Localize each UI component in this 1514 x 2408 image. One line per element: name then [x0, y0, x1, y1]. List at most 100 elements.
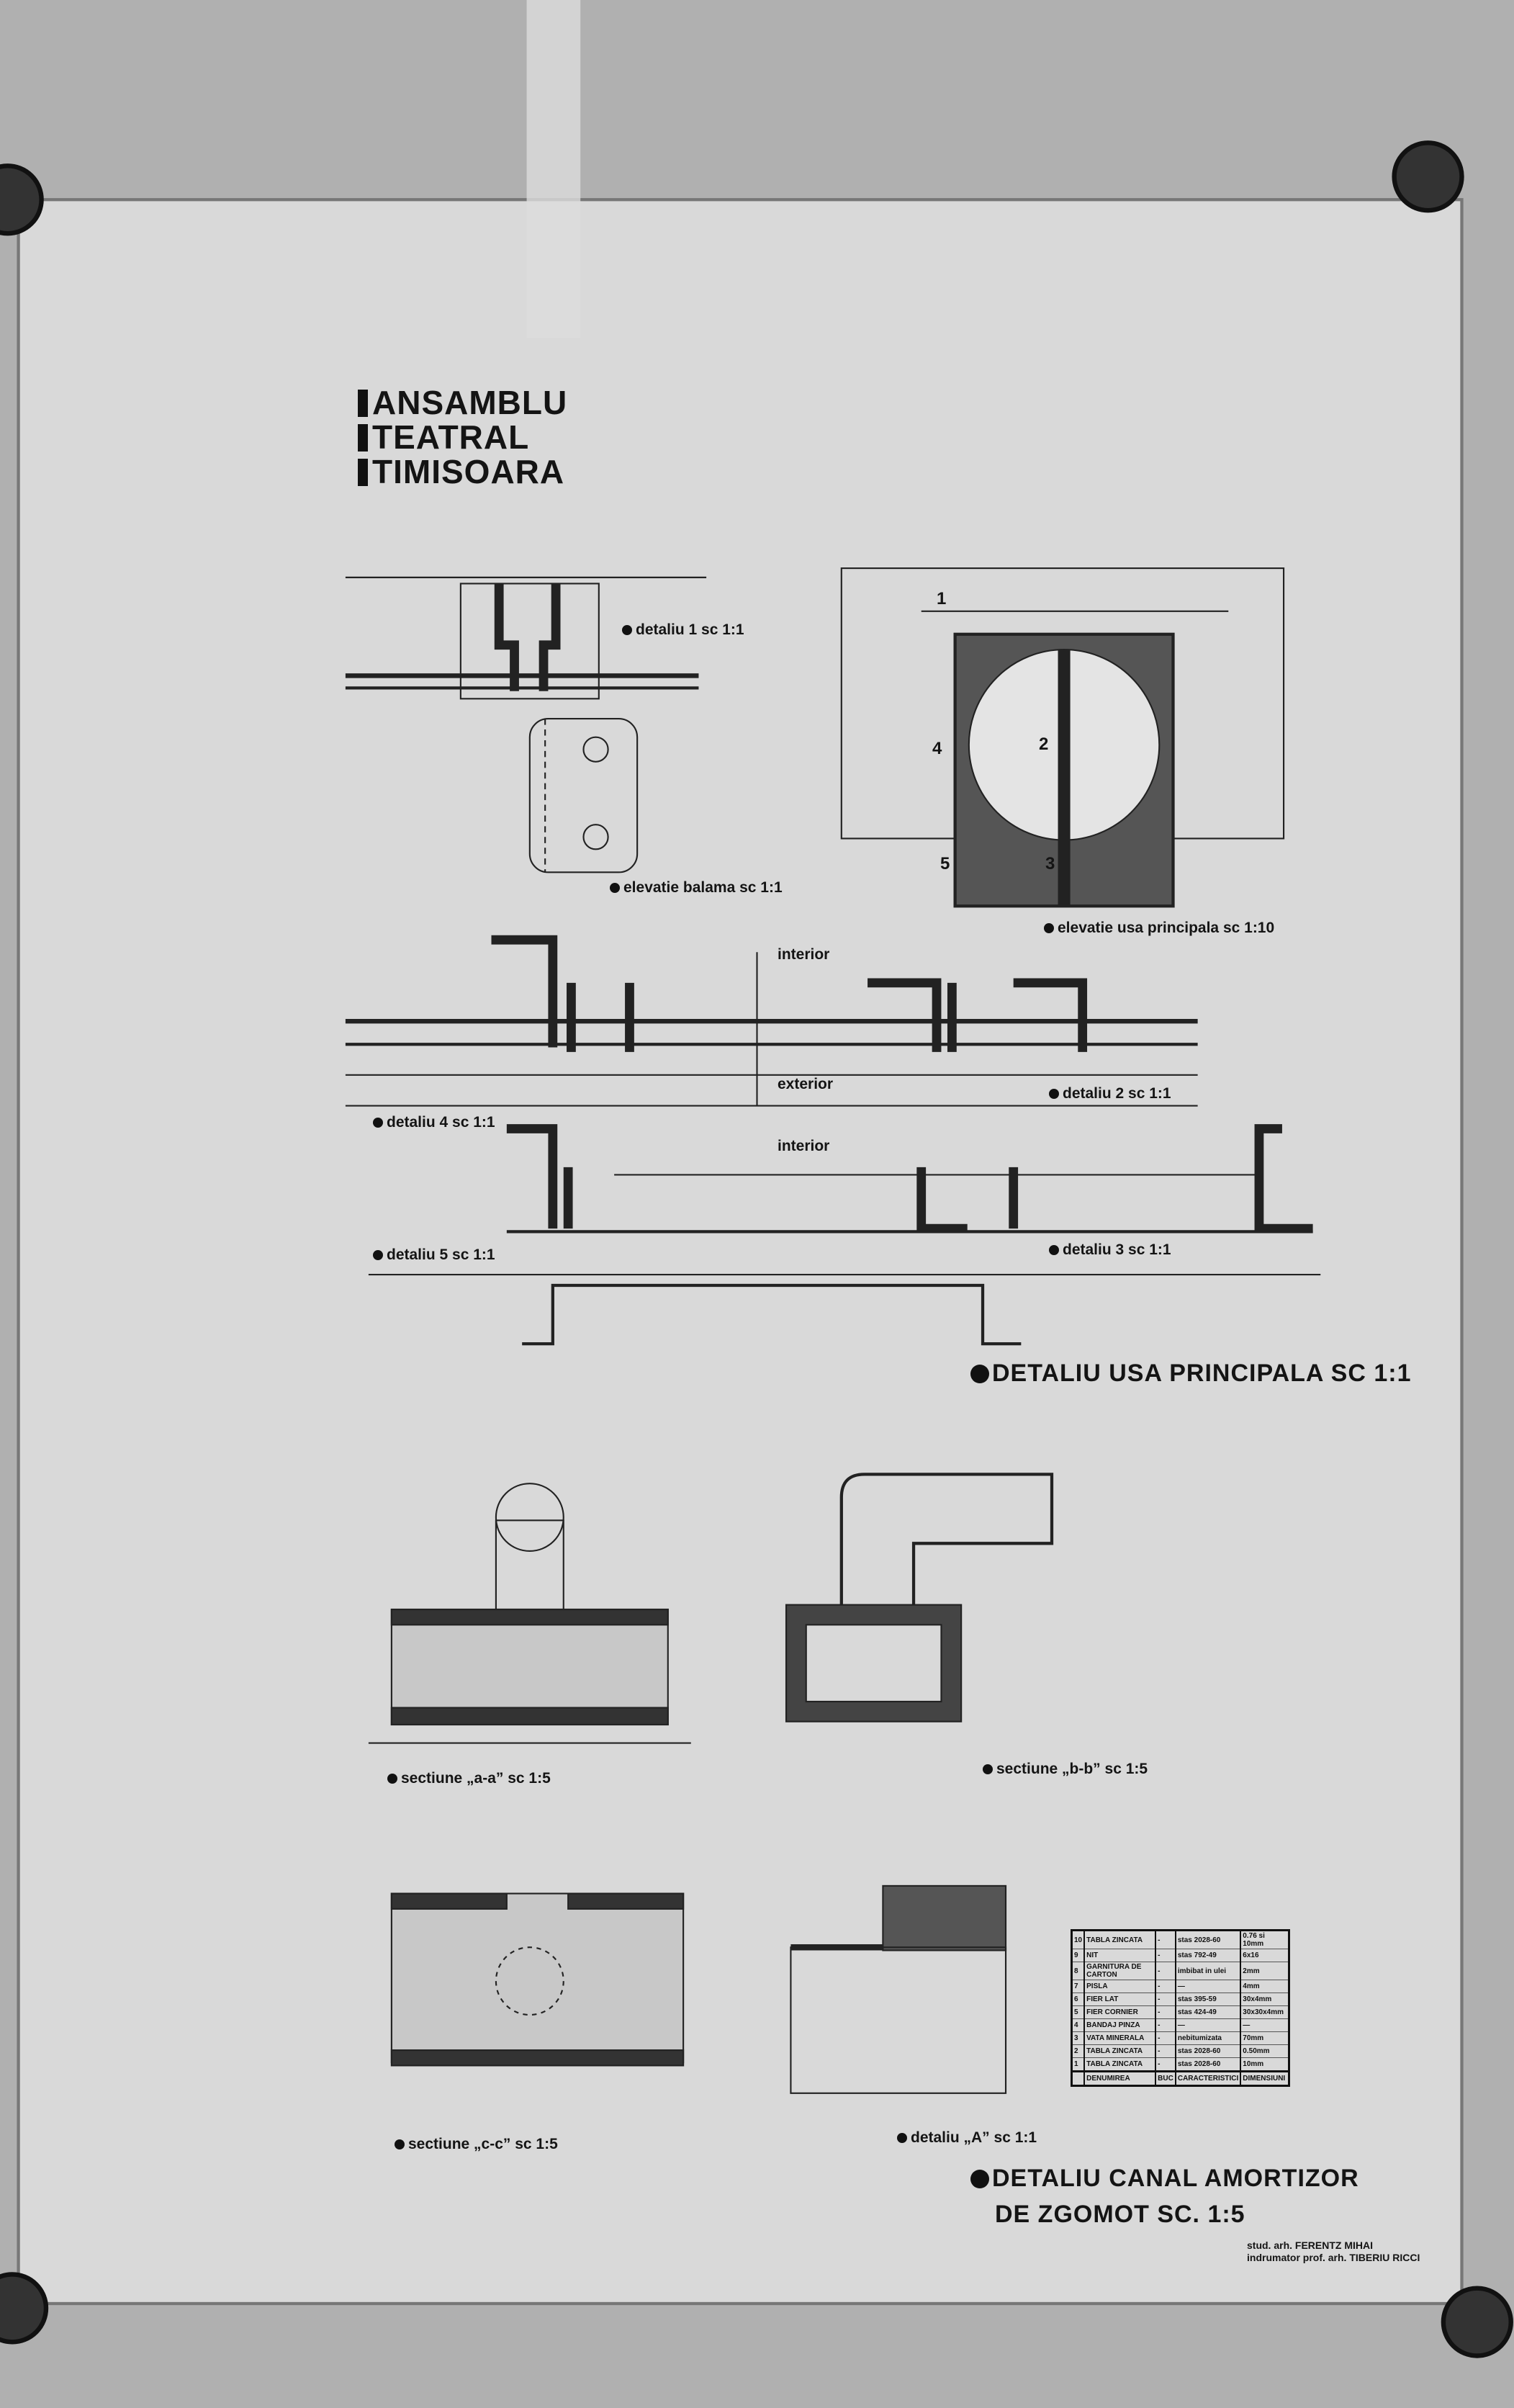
table-cell-char: stas 2028-60: [1174, 1930, 1241, 1949]
door-mark-1: 1: [937, 589, 947, 608]
table-cell-char: stas 2028-60: [1174, 2044, 1241, 2058]
table-cell-buc: -: [1155, 1980, 1176, 1993]
table-cell-dim: 0.50mm: [1240, 2044, 1289, 2058]
sheet-title: ANSAMBLU TEATRAL TIMISOARA: [358, 385, 567, 489]
sectiune-c-c-drawing: [390, 1892, 685, 2067]
label-detaliu-a: detaliu „A” sc 1:1: [897, 2129, 1037, 2147]
table-cell-dim: —: [1240, 2018, 1289, 2032]
detaliu-1-drawing: [345, 576, 707, 700]
table-cell-no: 1: [1071, 2057, 1085, 2072]
table-cell-name: TABLA ZINCATA: [1083, 2044, 1156, 2058]
table-cell-name: FIER LAT: [1083, 1993, 1156, 2006]
table-cell-dim: 30x30x4mm: [1240, 2005, 1289, 2019]
table-cell-name: TABLA ZINCATA: [1083, 1930, 1156, 1949]
balama-drawing: [528, 718, 639, 873]
table-cell-buc: -: [1155, 2031, 1176, 2045]
label-interior-2: interior: [778, 1138, 830, 1154]
door-mark-3: 3: [1045, 854, 1055, 873]
table-cell-no: 6: [1071, 1993, 1085, 2006]
credit-student: stud. arh. FERENTZ MIHAI: [1247, 2239, 1373, 2251]
table-cell-buc: BUC: [1155, 2070, 1176, 2086]
title-line: ANSAMBLU: [358, 385, 567, 420]
table-cell-buc: -: [1155, 1949, 1176, 1962]
table-cell-no: 7: [1071, 1980, 1085, 1993]
table-cell-no: 4: [1071, 2018, 1085, 2032]
table-cell-no: 5: [1071, 2005, 1085, 2019]
table-cell-buc: -: [1155, 1962, 1176, 1980]
table-cell-buc: -: [1155, 1993, 1176, 2006]
label-detaliu-2: detaliu 2 sc 1:1: [1049, 1085, 1171, 1102]
sectiune-a-a-drawing: [368, 1483, 691, 1744]
door-mark-2: 2: [1039, 734, 1049, 754]
table-cell-buc: -: [1155, 2018, 1176, 2032]
sectiune-b-b-drawing: [785, 1473, 1054, 1722]
table-cell-dim: 10mm: [1240, 2057, 1289, 2072]
table-cell-dim: 4mm: [1240, 1980, 1289, 1993]
table-cell-name: DENUMIREA: [1083, 2070, 1156, 2086]
table-cell-char: nebitumizata: [1174, 2031, 1241, 2045]
table-cell-no: 3: [1071, 2031, 1085, 2045]
table-cell-no: 8: [1071, 1962, 1085, 1980]
table-cell-no: 10: [1071, 1930, 1085, 1949]
pin-icons: [0, 140, 1513, 2358]
table-cell-char: —: [1174, 1980, 1241, 1993]
label-detaliu-1: detaliu 1 sc 1:1: [622, 621, 744, 639]
label-elevatie-balama: elevatie balama sc 1:1: [610, 879, 783, 897]
label-detaliu-3: detaliu 3 sc 1:1: [1049, 1241, 1171, 1259]
label-exterior: exterior: [778, 1076, 834, 1092]
table-cell-name: PISLA: [1083, 1980, 1156, 1993]
table-cell-dim: 30x4mm: [1240, 1993, 1289, 2006]
table-cell-char: stas 424-49: [1174, 2005, 1241, 2019]
table-cell-dim: 70mm: [1240, 2031, 1289, 2045]
table-cell-dim: DIMENSIUNI: [1240, 2070, 1289, 2086]
label-sectiune-b-b: sectiune „b-b” sc 1:5: [983, 1761, 1148, 1778]
credits: stud. arh. FERENTZ MIHAI indrumator prof…: [1247, 2239, 1420, 2264]
table-cell-char: CARACTERISTICI: [1174, 2070, 1241, 2086]
table-cell-name: GARNITURA DE CARTON: [1083, 1962, 1156, 1980]
detaliu-a-drawing: [790, 1884, 1007, 2094]
credit-tutor: indrumator prof. arh. TIBERIU RICCI: [1247, 2252, 1420, 2263]
door-mark-5: 5: [940, 854, 950, 873]
usa-principala-elevation: [840, 567, 1285, 908]
table-cell-buc: -: [1155, 2005, 1176, 2019]
door-mark-4: 4: [932, 739, 942, 758]
table-cell-buc: -: [1155, 2044, 1176, 2058]
detaliu-4-2-section: [345, 935, 1198, 1107]
title-line: TEATRAL: [358, 420, 567, 454]
table-cell-buc: -: [1155, 2057, 1176, 2072]
heading-canal-line2: DE ZGOMOT SC. 1:5: [995, 2201, 1245, 2228]
table-cell-no: [1071, 2070, 1085, 2086]
table-cell-char: imbibat in ulei: [1174, 1962, 1241, 1980]
table-cell-name: BANDAJ PINZA: [1083, 2018, 1156, 2032]
label-sectiune-a-a: sectiune „a-a” sc 1:5: [387, 1770, 551, 1787]
table-cell-name: FIER CORNIER: [1083, 2005, 1156, 2019]
heading-canal-line1: DETALIU CANAL AMORTIZOR: [970, 2165, 1359, 2193]
table-cell-dim: 0.76 si 10mm: [1240, 1930, 1289, 1949]
table-cell-no: 9: [1071, 1949, 1085, 1962]
table-cell-char: stas 395-59: [1174, 1993, 1241, 2006]
tape-strip: [526, 0, 581, 338]
label-elevatie-usa: elevatie usa principala sc 1:10: [1044, 920, 1274, 937]
label-detaliu-4: detaliu 4 sc 1:1: [373, 1114, 495, 1131]
label-interior: interior: [778, 946, 830, 963]
label-sectiune-c-c: sectiune „c-c” sc 1:5: [395, 2136, 558, 2153]
table-cell-name: VATA MINERALA: [1083, 2031, 1156, 2045]
title-line: TIMISOARA: [358, 454, 567, 489]
table-cell-char: stas 2028-60: [1174, 2057, 1241, 2072]
table-cell-name: TABLA ZINCATA: [1083, 2057, 1156, 2072]
label-detaliu-5: detaliu 5 sc 1:1: [373, 1246, 495, 1264]
detaliu-5-3-section: [368, 1124, 1321, 1346]
